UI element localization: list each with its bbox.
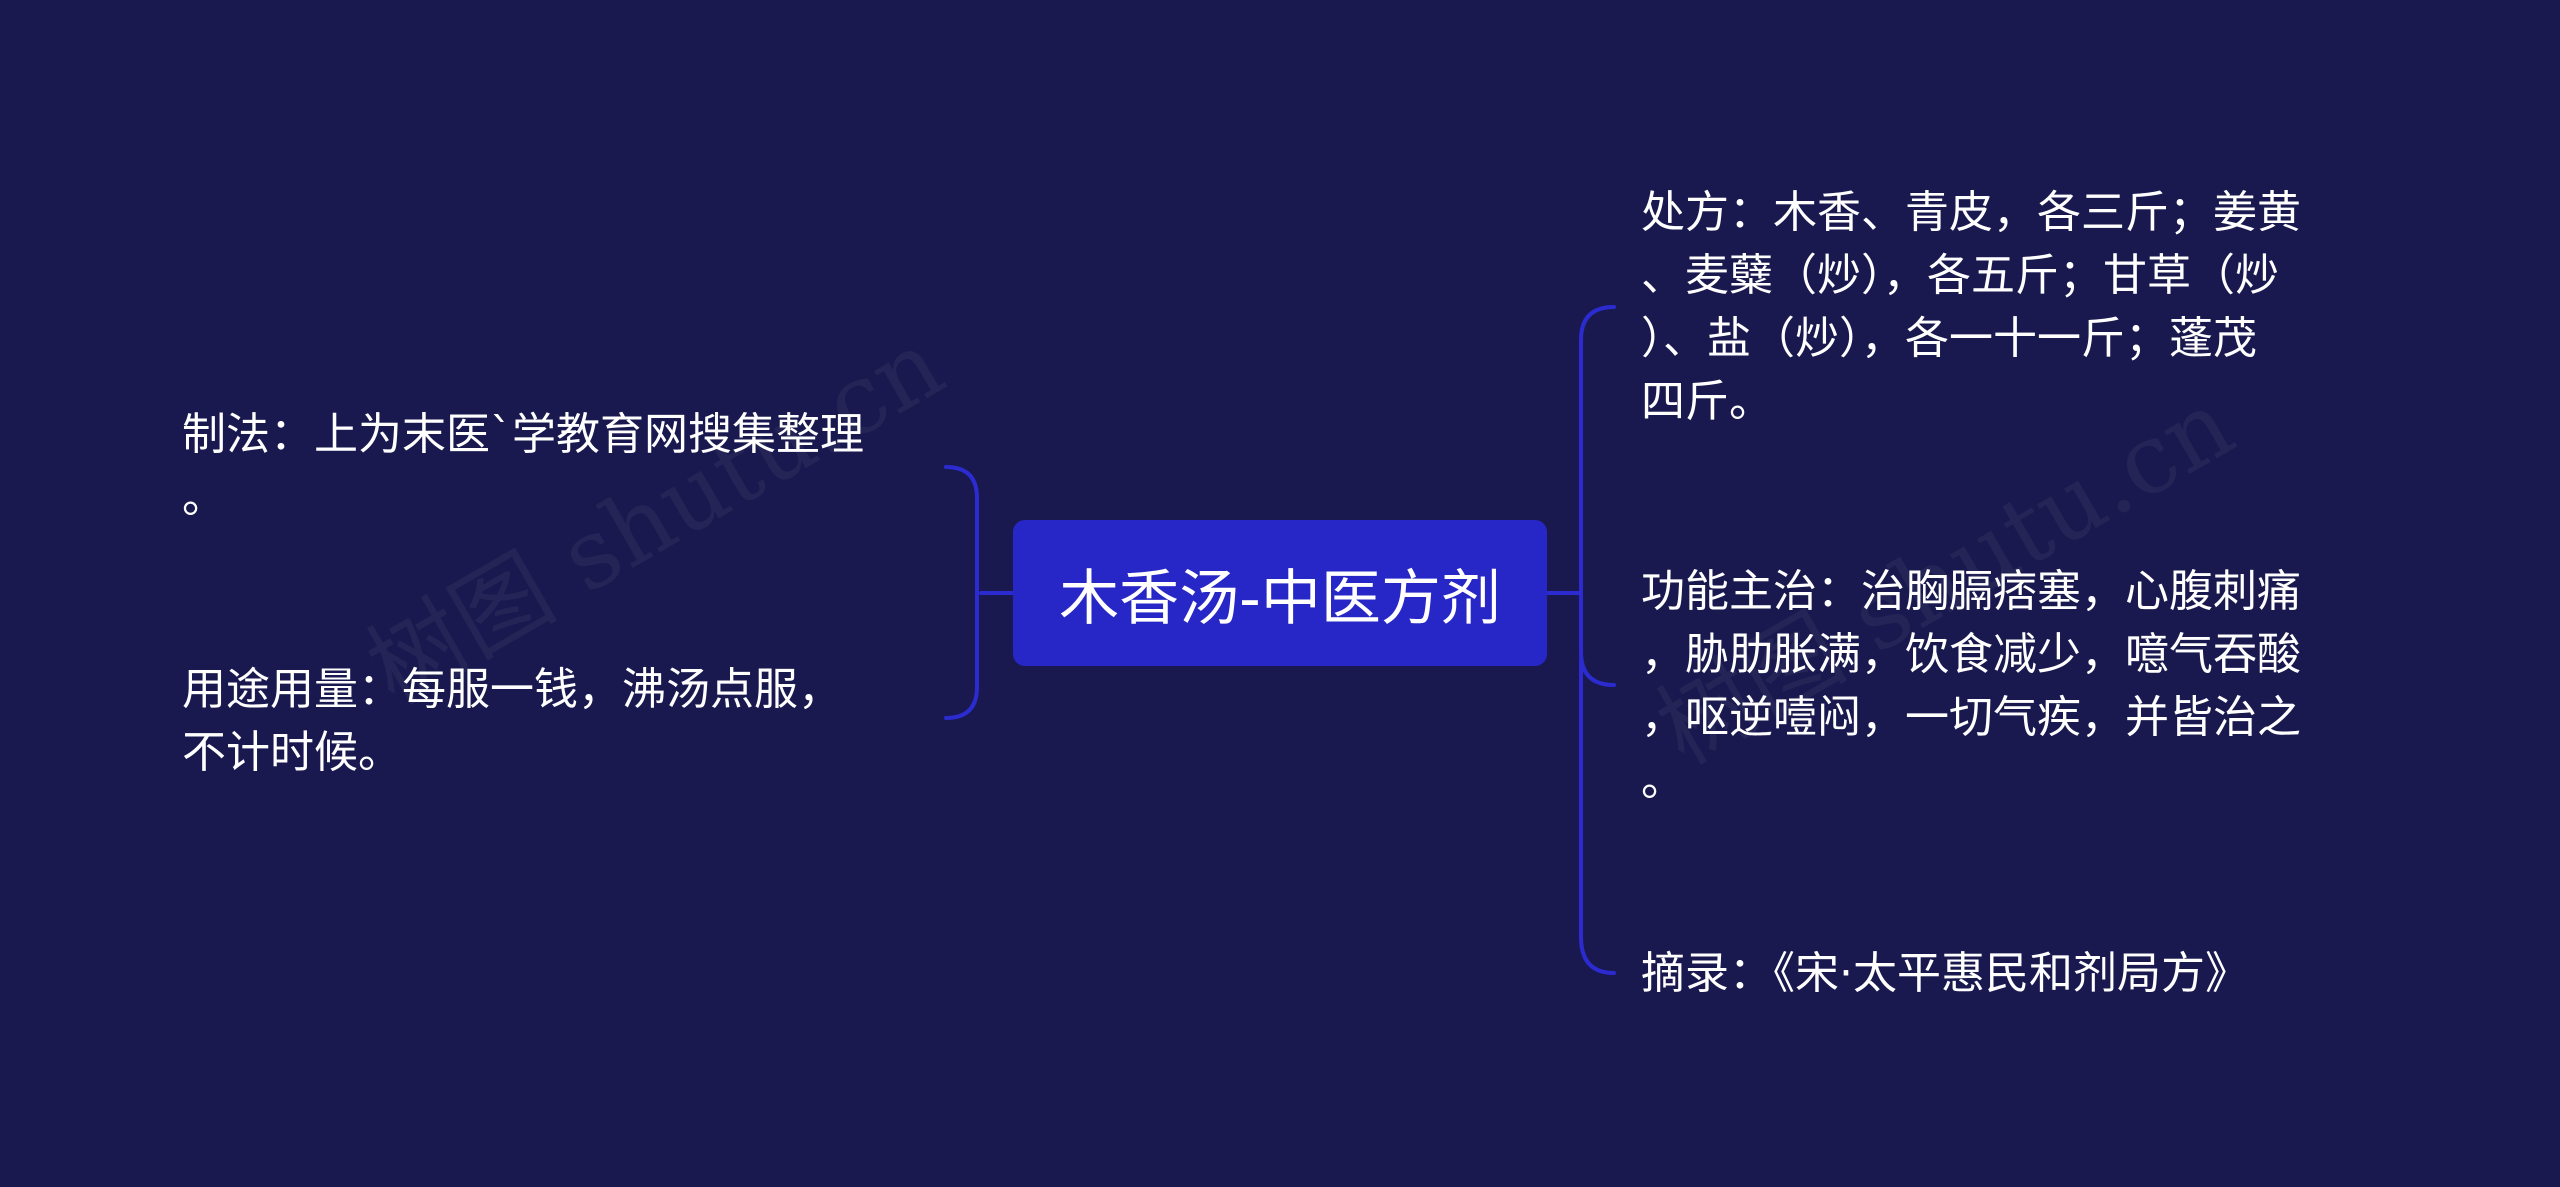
branch-text-line: 用途用量：每服一钱，沸汤点服， (182, 664, 842, 715)
right-branch-bracket-top (1579, 305, 1616, 975)
branch-indications[interactable]: 功能主治：治胸膈痞塞，心腹刺痛 ，胁肋胀满，饮食减少，噫气吞酸 ，呕逆噎闷，一切… (1641, 560, 2301, 812)
branch-text-line: 功能主治：治胸膈痞塞，心腹刺痛 (1641, 566, 2301, 617)
branch-text-line: 、麦糵（炒），各五斤；甘草（炒 (1641, 250, 2279, 301)
branch-text-line: 。 (182, 472, 226, 523)
right-branch-tick-middle (1579, 650, 1616, 687)
branch-text-line: 不计时候。 (182, 727, 402, 778)
branch-text-line: ，呕逆噎闷，一切气疾，并皆治之 (1641, 692, 2301, 743)
branch-text-line: 处方：木香、青皮，各三斤；姜黄 (1641, 187, 2301, 238)
left-branch-bracket (944, 465, 979, 720)
branch-text-line: 四斤。 (1641, 376, 1773, 427)
branch-text-line: 摘录：《宋·太平惠民和剂局方》 (1641, 948, 2249, 999)
branch-source-excerpt[interactable]: 摘录：《宋·太平惠民和剂局方》 (1641, 942, 2249, 1005)
branch-text-line: ）、盐（炒），各一十一斤；蓬茂 (1641, 313, 2257, 364)
branch-text-line: 制法：上为末医`学教育网搜集整理 (182, 409, 864, 460)
central-topic-node[interactable]: 木香汤-中医方剂 (1013, 520, 1547, 666)
branch-preparation-method[interactable]: 制法：上为末医`学教育网搜集整理 。 (182, 403, 864, 529)
branch-text-line: ，胁肋胀满，饮食减少，噫气吞酸 (1641, 629, 2301, 680)
branch-usage-dosage[interactable]: 用途用量：每服一钱，沸汤点服， 不计时候。 (182, 658, 842, 784)
central-topic-label: 木香汤-中医方剂 (1059, 563, 1501, 634)
branch-text-line: 。 (1641, 755, 1685, 806)
branch-prescription[interactable]: 处方：木香、青皮，各三斤；姜黄 、麦糵（炒），各五斤；甘草（炒 ）、盐（炒），各… (1641, 181, 2301, 433)
